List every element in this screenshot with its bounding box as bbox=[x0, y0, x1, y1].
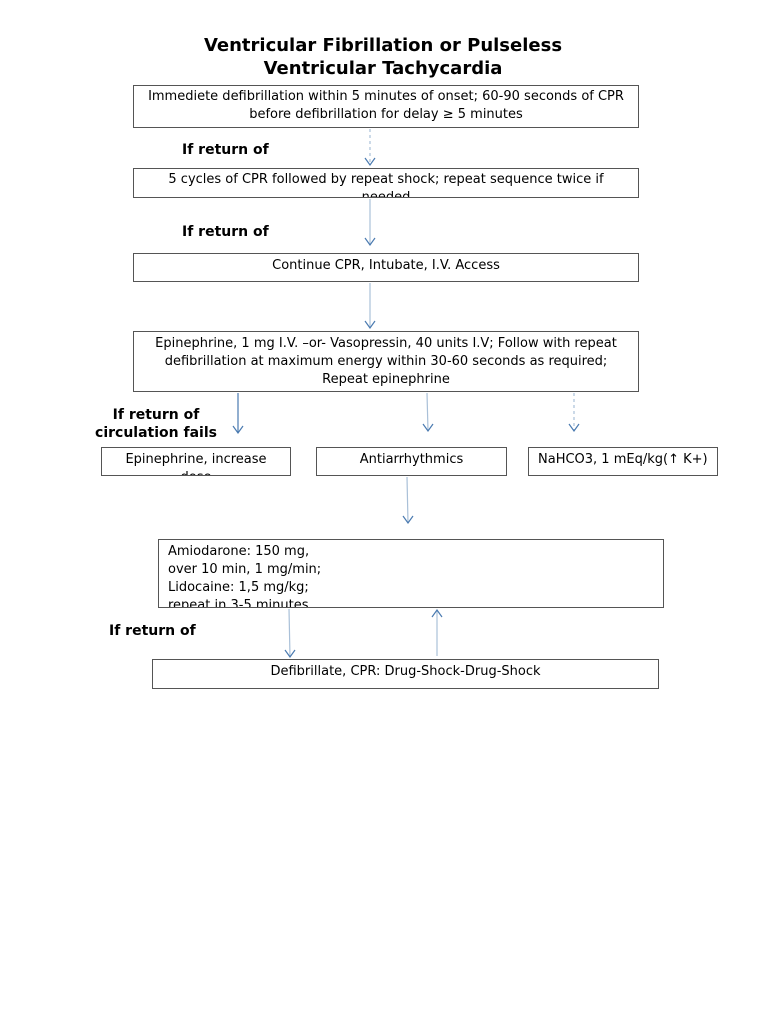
arrowhead-1 bbox=[364, 157, 376, 167]
label-if-return-3-line2: circulation fails bbox=[95, 425, 217, 441]
title-line-1: Ventricular Fibrillation or Pulseless bbox=[203, 35, 563, 56]
arrowhead-3 bbox=[364, 320, 376, 330]
box-cpr-cycles: 5 cycles of CPR followed by repeat shock… bbox=[133, 168, 639, 198]
label-if-return-4: If return of bbox=[109, 623, 196, 639]
lidocaine-line-2: repeat in 3-5 minutes bbox=[168, 598, 309, 608]
arrowhead-6-down bbox=[284, 649, 296, 659]
title-line-2: Ventricular Tachycardia bbox=[263, 58, 503, 79]
arrowhead-6-up bbox=[431, 608, 443, 618]
label-if-return-3-line1: If return of bbox=[112, 407, 200, 423]
label-if-return-1: If return of bbox=[182, 142, 269, 158]
box-epinephrine: Epinephrine, 1 mg I.V. –or- Vasopressin,… bbox=[133, 331, 639, 392]
arrowhead-4c bbox=[568, 423, 580, 433]
amiodarone-line-1: Amiodarone: 150 mg, bbox=[168, 544, 310, 559]
connector-line-6-down bbox=[288, 608, 291, 658]
connector-line-5 bbox=[406, 476, 409, 524]
box-defibrillate-cpr: Defibrillate, CPR: Drug-Shock-Drug-Shock bbox=[152, 659, 659, 689]
arrowhead-4b bbox=[422, 423, 434, 433]
arrowhead-4a bbox=[232, 425, 244, 435]
amiodarone-line-2: over 10 min, 1 mg/min; bbox=[168, 562, 322, 577]
box-immediate-defibrillation: Immediete defibrillation within 5 minute… bbox=[133, 85, 639, 128]
label-if-return-2: If return of bbox=[182, 224, 269, 240]
box-nahco3: NaHCO3, 1 mEq/kg(↑ K+) bbox=[528, 447, 718, 476]
label-if-return-3: If return of circulation fails bbox=[94, 406, 218, 442]
connector-line-4b bbox=[426, 392, 429, 432]
chart-title: Ventricular Fibrillation or Pulseless Ve… bbox=[150, 34, 616, 80]
lidocaine-line-1: Lidocaine: 1,5 mg/kg; bbox=[168, 580, 309, 595]
arrowhead-5 bbox=[402, 515, 414, 525]
box-antiarrhythmics: Antiarrhythmics bbox=[316, 447, 507, 476]
arrowhead-2 bbox=[364, 237, 376, 247]
box-epinephrine-increase: Epinephrine, increase dose bbox=[101, 447, 291, 476]
box-amiodarone-lidocaine: Amiodarone: 150 mg, over 10 min, 1 mg/mi… bbox=[158, 539, 664, 608]
box-continue-cpr: Continue CPR, Intubate, I.V. Access bbox=[133, 253, 639, 282]
